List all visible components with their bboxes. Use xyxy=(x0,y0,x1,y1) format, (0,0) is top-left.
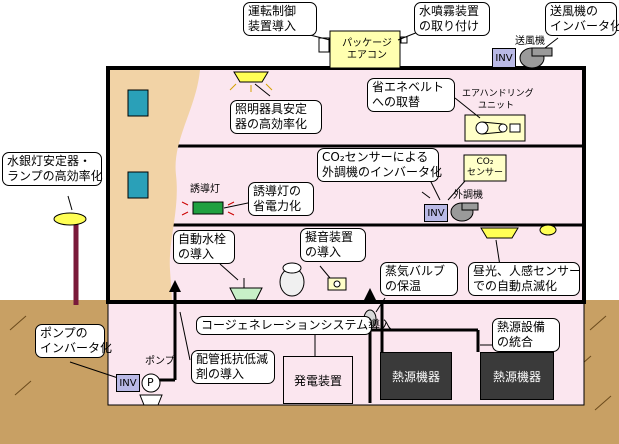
pipe-arrow-steam xyxy=(364,288,376,300)
label-steam-valve: 蒸気バルブ の保温 xyxy=(380,262,458,296)
package-aircon-unit xyxy=(329,30,401,69)
pump-text: ポンプ xyxy=(145,356,175,367)
label-water-mist: 水噴霧装置 の取り付け xyxy=(414,2,490,36)
label-auto-lighting: 昼光、人感センサー での自動点滅化 xyxy=(468,262,581,296)
exit-light-text: 誘導灯 xyxy=(190,184,220,195)
label-pipe-resistance: 配管抵抗低減 剤の導入 xyxy=(191,350,275,384)
mercury-lamp-head xyxy=(53,212,87,226)
pipe-arrow-pump xyxy=(169,280,181,292)
pump-body xyxy=(141,373,161,393)
air-handling-unit-text: エアハンドリング ユニット xyxy=(462,89,534,111)
pump-symbol: P xyxy=(147,376,154,389)
ceiling-light-3f xyxy=(233,71,269,83)
label-auto-faucet: 自動水栓 の導入 xyxy=(173,230,235,264)
label-belt-replace: 省エネベルト への取替 xyxy=(367,78,455,112)
exit-light-sign xyxy=(192,201,224,215)
label-exit-light: 誘導灯の 省電力化 xyxy=(248,182,314,216)
window-3f xyxy=(127,89,149,117)
co2-sensor-text: CO₂ センサー xyxy=(466,157,503,178)
co2-sensor xyxy=(463,154,507,182)
ac-unit-text: 外調機 xyxy=(453,190,483,201)
label-operation-control: 運転制御 装置導入 xyxy=(243,2,317,36)
sink xyxy=(229,287,263,301)
wall-section xyxy=(110,70,200,300)
inv-pump-box: INV xyxy=(116,374,140,392)
rooftop-fan-name: 送風機 xyxy=(515,36,545,47)
heat-source-box-1: 熱源機器 xyxy=(380,352,452,400)
label-cogeneration: コージェネレーションシステム導入 xyxy=(196,316,392,335)
window-2f xyxy=(127,171,149,199)
label-fan-inverter: 送風機の インバータ化 xyxy=(545,2,619,36)
package-aircon-text: パッケージ エアコン xyxy=(342,38,392,61)
label-mercury-lamp: 水銀灯安定器・ ランプの高効率化 xyxy=(2,152,103,186)
label-pump-inverter: ポンプの インバータ化 xyxy=(35,324,112,358)
sensor-1f xyxy=(539,224,557,236)
label-sound-device: 擬音装置 の導入 xyxy=(300,228,366,262)
heat-source-box-2: 熱源機器 xyxy=(480,352,554,400)
ceiling-light-1f xyxy=(480,227,519,239)
generator-box: 発電装置 xyxy=(283,356,353,404)
label-heat-source-integration: 熱源設備 の統合 xyxy=(492,318,560,352)
label-lighting-ballast: 照明器具安定 器の高効率化 xyxy=(230,100,322,134)
inv-ac-box: INV xyxy=(424,204,448,222)
inv-fan-box: INV xyxy=(492,48,516,68)
label-co2-inverter: CO₂センサーによる 外調機のインバータ化 xyxy=(317,148,442,182)
